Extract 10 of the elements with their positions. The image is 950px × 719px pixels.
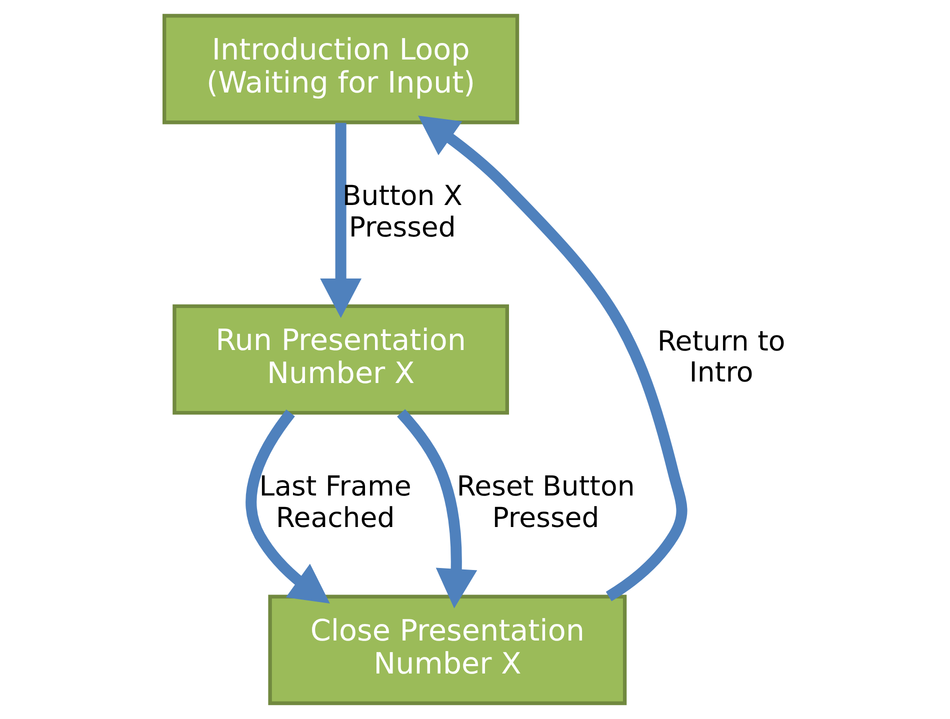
arrow: [246, 410, 330, 604]
arrow: [320, 122, 362, 318]
node-box: Run Presentation Number X: [172, 304, 509, 415]
edge-label: Return to Intro: [657, 324, 786, 389]
node-box: Close Presentation Number X: [268, 594, 627, 706]
edge-label: Reset Button Pressed: [456, 470, 635, 534]
node-box: Introduction Loop (Waiting for Input): [162, 14, 520, 124]
arrow: [418, 116, 688, 602]
arrow: [396, 409, 478, 608]
edge-label: Last Frame Reached: [259, 470, 412, 534]
